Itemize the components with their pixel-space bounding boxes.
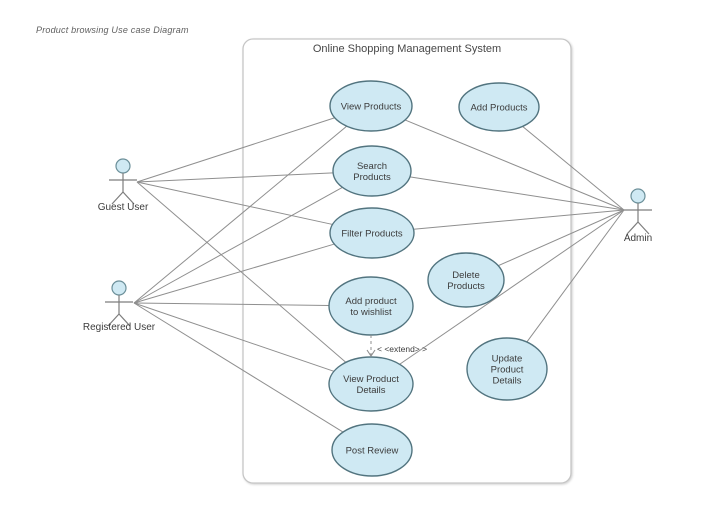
association-guest-view_details (136, 181, 347, 363)
usecase-add-products[interactable]: Add Products (458, 82, 540, 132)
system-boundary-title: Online Shopping Management System (313, 43, 501, 55)
association-admin-update_details (526, 209, 625, 343)
actor-limb (637, 221, 650, 235)
association-guest-search_products (136, 172, 334, 183)
usecase-ellipse[interactable] (466, 337, 548, 401)
association-registered-filter_products (133, 243, 335, 304)
actor-limb (118, 313, 131, 327)
association-layer (133, 117, 625, 433)
extend-label: < <extend> > (377, 344, 427, 354)
usecase-post-review[interactable]: Post Review (331, 423, 413, 477)
actor-head[interactable] (630, 188, 646, 204)
usecase-ellipse[interactable] (329, 207, 415, 259)
usecase-label: Filter Products (341, 229, 402, 240)
association-registered-search_products (133, 186, 343, 304)
association-registered-view_products (133, 125, 348, 304)
page-title: Product browsing Use case Diagram (36, 25, 189, 35)
actor-label: Registered User (83, 322, 156, 333)
usecase-ellipse[interactable] (331, 423, 413, 477)
usecase-ellipse[interactable] (458, 82, 540, 132)
usecase-label: Add Products (470, 103, 527, 114)
association-guest-view_products (136, 117, 335, 183)
actor-label: Guest User (98, 202, 149, 213)
association-admin-view_products (404, 119, 625, 211)
usecase-filter-products[interactable]: Filter Products (329, 207, 415, 259)
actor-registered[interactable]: Registered User (83, 280, 156, 333)
usecase-ellipse[interactable] (332, 145, 412, 197)
actor-limb (122, 191, 135, 205)
actor-limb (107, 313, 120, 327)
association-admin-delete_products (498, 209, 625, 267)
actor-guest[interactable]: Guest User (98, 158, 149, 213)
actor-head[interactable] (111, 280, 127, 296)
usecase-view-products[interactable]: View Products (329, 80, 413, 132)
usecase-label: Post Review (346, 446, 399, 457)
actor-admin[interactable]: Admin (624, 188, 652, 244)
actor-limb (626, 221, 639, 235)
extend-layer: < <extend> > (366, 335, 427, 357)
usecase-ellipse[interactable] (329, 80, 413, 132)
association-registered-add_wishlist (133, 302, 330, 306)
association-guest-filter_products (136, 181, 333, 225)
usecase-ellipse[interactable] (328, 356, 414, 412)
association-admin-add_products (522, 126, 625, 211)
association-admin-search_products (409, 176, 625, 211)
extend-arrowhead-icon (366, 349, 376, 357)
usecase-label: View Products (341, 102, 402, 113)
actor-head[interactable] (115, 158, 131, 174)
actor-limb (111, 191, 124, 205)
usecase-ellipse[interactable] (427, 252, 505, 308)
association-admin-filter_products (413, 209, 625, 230)
association-registered-post_review (133, 302, 344, 433)
association-admin-view_details (399, 209, 625, 365)
actor-label: Admin (624, 233, 652, 244)
association-registered-view_details (133, 302, 335, 372)
